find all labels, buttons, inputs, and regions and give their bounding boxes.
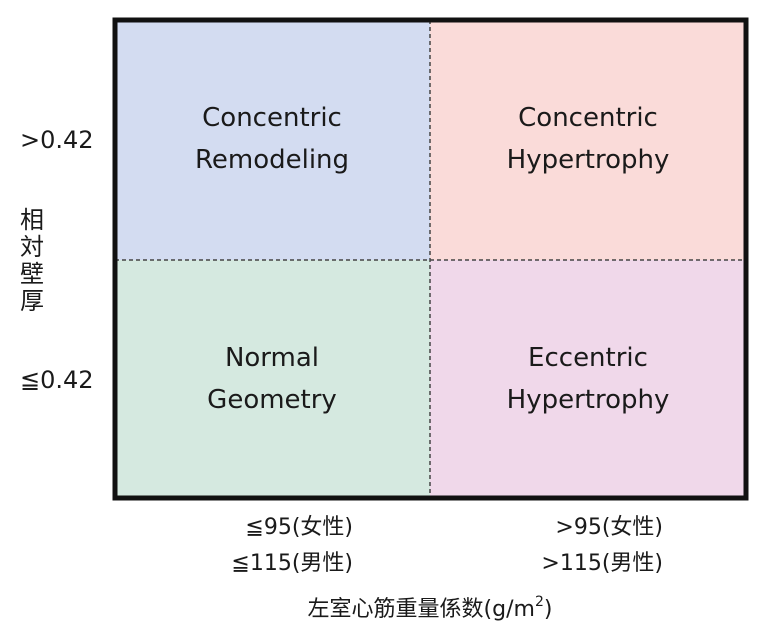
quadrant-concentric-hypertrophy <box>430 20 746 260</box>
label-top-right-line2: Hypertrophy <box>507 145 670 175</box>
x-axis-title: 左室心筋重量係数(g/m2) <box>308 594 553 622</box>
x-tick-right-line1: >95(女性) <box>555 515 663 540</box>
label-top-left-line1: Concentric <box>202 103 342 133</box>
label-top-left-line2: Remodeling <box>195 145 349 175</box>
x-tick-right-line2: >115(男性) <box>541 551 663 576</box>
quadrant-concentric-remodeling <box>115 20 430 260</box>
diagram-border <box>112 17 749 501</box>
quadrant-eccentric-hypertrophy <box>430 260 746 498</box>
x-axis-title-main: 左室心筋重量係数(g/m <box>308 597 535 622</box>
y-axis-label-char-4: 厚 <box>20 287 44 315</box>
y-tick-high: >0.42 <box>20 126 94 154</box>
label-bottom-right-line1: Eccentric <box>528 343 648 373</box>
x-axis-title-sup: 2 <box>535 594 544 610</box>
label-bottom-left-line1: Normal <box>225 343 319 373</box>
quadrant-normal-geometry <box>115 260 430 498</box>
y-axis-label-char-3: 壁 <box>20 260 44 288</box>
label-bottom-right-line2: Hypertrophy <box>507 385 670 415</box>
label-bottom-left-line2: Geometry <box>207 385 337 415</box>
x-tick-left-line2: ≦115(男性) <box>231 551 353 576</box>
y-axis-label-char-1: 相 <box>20 206 44 234</box>
label-top-right-line1: Concentric <box>518 103 658 133</box>
x-axis-title-end: ) <box>544 597 553 622</box>
x-tick-left-line1: ≦95(女性) <box>245 515 353 540</box>
y-axis-label-char-2: 対 <box>20 233 44 261</box>
y-tick-low: ≦0.42 <box>20 366 94 394</box>
